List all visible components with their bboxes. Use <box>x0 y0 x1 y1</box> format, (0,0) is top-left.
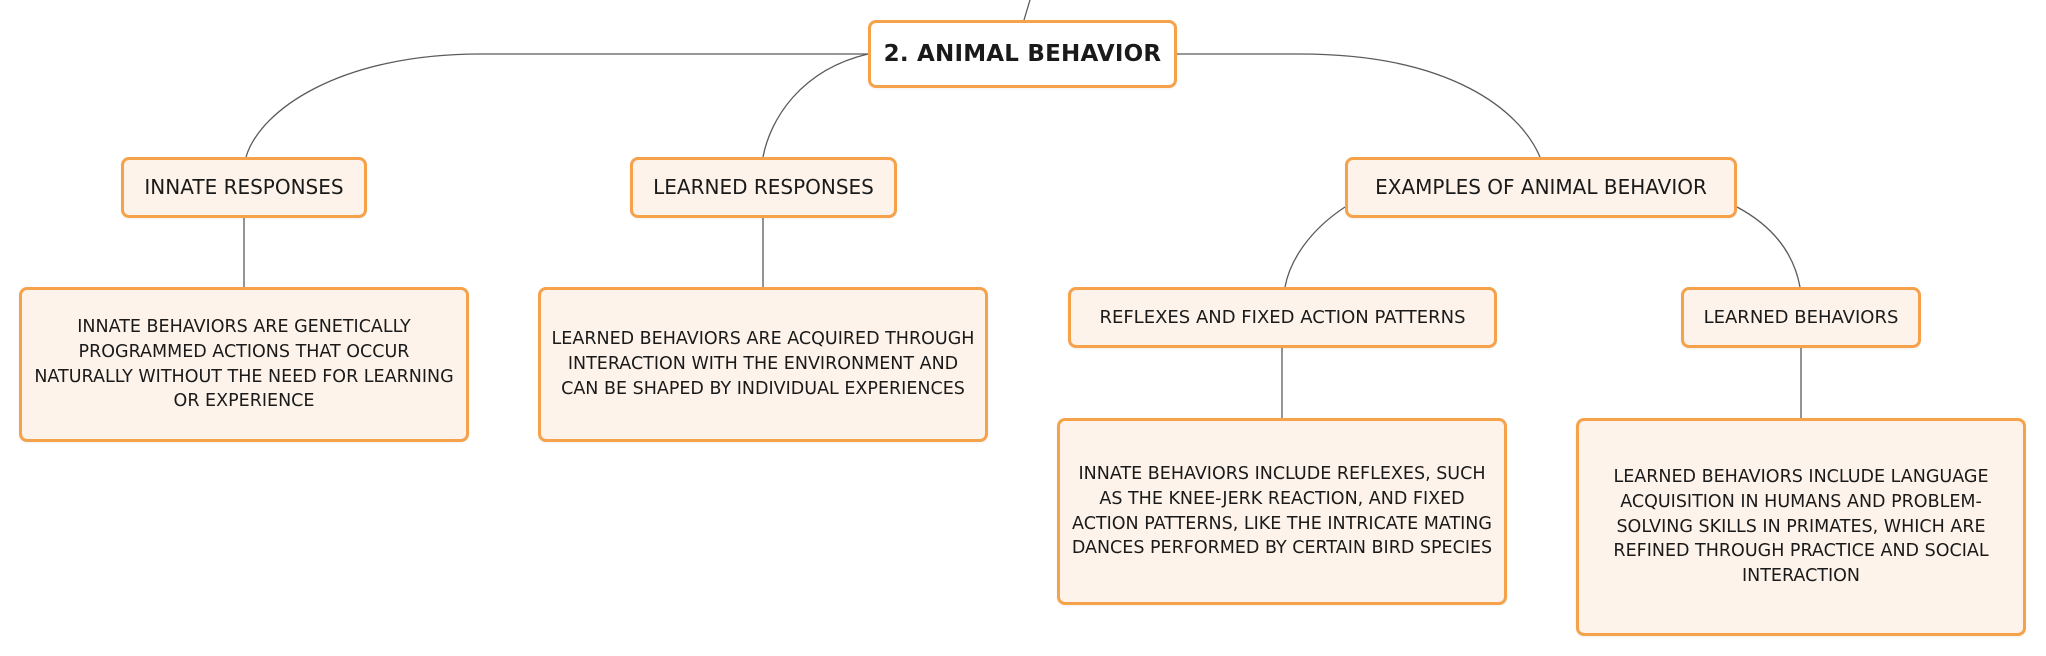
learned-responses-detail-text: Learned behaviors are acquired through i… <box>551 329 975 399</box>
learned-behaviors-detail-node[interactable]: Learned behaviors include language acqui… <box>1576 418 2026 636</box>
learned-responses-node[interactable]: Learned Responses <box>630 157 897 218</box>
reflexes-label: Reflexes and Fixed Action Patterns <box>1099 306 1466 328</box>
learned-behaviors-detail-text: Learned behaviors include language acqui… <box>1613 466 1989 587</box>
reflexes-detail-text: Innate behaviors include reflexes, such … <box>1071 463 1493 559</box>
examples-of-animal-behavior-label: Examples of Animal Behavior <box>1375 175 1707 200</box>
learned-behaviors-node[interactable]: Learned Behaviors <box>1681 287 1921 348</box>
reflexes-detail-node[interactable]: Innate behaviors include reflexes, such … <box>1057 418 1507 605</box>
root-node[interactable]: 2. Animal Behavior <box>868 20 1177 88</box>
connector-root-to-innate <box>245 53 868 158</box>
innate-responses-detail-node[interactable]: Innate behaviors are genetically program… <box>19 287 469 442</box>
learned-behaviors-label: Learned Behaviors <box>1703 306 1899 328</box>
connector-examples-to-learned-behaviors <box>1736 206 1801 288</box>
reflexes-node[interactable]: Reflexes and Fixed Action Patterns <box>1068 287 1497 348</box>
examples-of-animal-behavior-node[interactable]: Examples of Animal Behavior <box>1345 157 1737 218</box>
innate-responses-label: Innate Responses <box>144 175 344 200</box>
connector-root-to-examples <box>1177 53 1541 158</box>
connector-root-to-learned <box>762 53 869 158</box>
learned-responses-detail-node[interactable]: Learned behaviors are acquired through i… <box>538 287 988 442</box>
root-node-label: 2. Animal Behavior <box>883 40 1162 67</box>
connector-examples-to-reflexes <box>1284 206 1346 288</box>
innate-responses-detail-text: Innate behaviors are genetically program… <box>34 316 454 412</box>
innate-responses-node[interactable]: Innate Responses <box>121 157 367 218</box>
connector-parent-to-root <box>1023 0 1031 21</box>
learned-responses-label: Learned Responses <box>653 175 874 200</box>
